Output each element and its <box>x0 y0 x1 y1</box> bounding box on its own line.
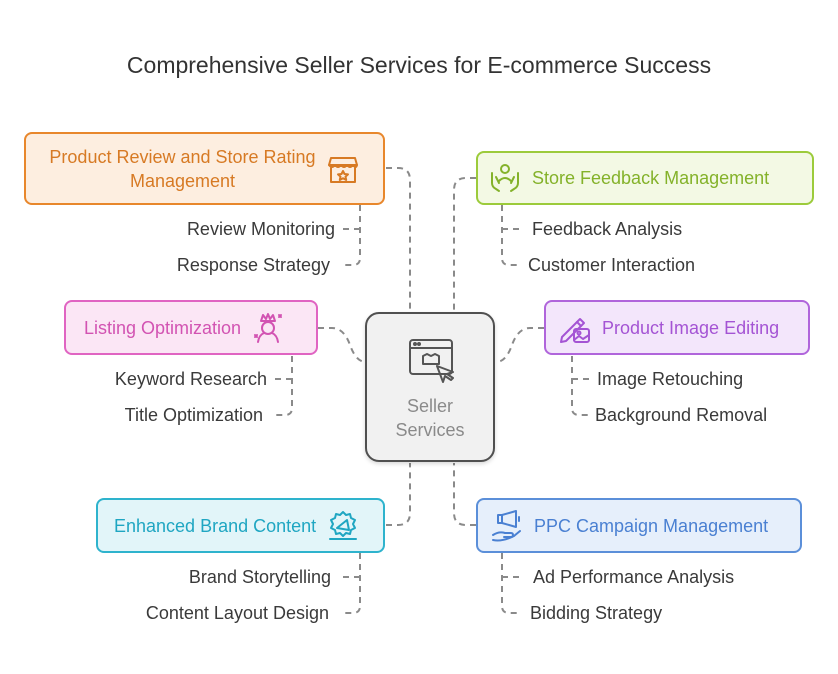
node-enhanced-brand-content: Enhanced Brand Content <box>96 498 385 553</box>
connector-feedback <box>453 177 476 312</box>
connector-image <box>495 327 544 363</box>
item-image-retouching: Image Retouching <box>597 369 744 389</box>
connector-review-items <box>342 205 361 266</box>
connector-ppc <box>453 463 476 526</box>
node-product-image-editing-label: Product Image Editing <box>602 317 780 338</box>
pencil-image-icon <box>560 317 590 343</box>
hand-megaphone-icon <box>492 509 521 541</box>
browser-cursor-icon <box>409 339 454 383</box>
diagram-title: Comprehensive Seller Services for E-comm… <box>126 52 712 78</box>
node-ppc-campaign-management-label: PPC Campaign Management <box>534 515 769 536</box>
item-feedback-analysis: Feedback Analysis <box>532 219 683 239</box>
connector-brand <box>386 463 411 526</box>
storefront-icon <box>327 156 358 183</box>
node-store-feedback: Store Feedback Management <box>476 151 814 205</box>
item-keyword-research: Keyword Research <box>114 369 267 389</box>
connector-feedback-items <box>501 205 520 266</box>
center-label-line1: Seller <box>406 396 454 416</box>
item-brand-storytelling: Brand Storytelling <box>188 567 331 587</box>
node-listing-optimization: Listing Optimization <box>64 300 318 355</box>
node-product-review: Product Review and Store Rating Manageme… <box>24 132 385 205</box>
node-product-review-label-line2: Management <box>129 170 236 191</box>
hands-person-icon <box>491 164 519 192</box>
center-label-line2: Services <box>395 420 465 440</box>
item-response-strategy: Response Strategy <box>176 255 330 275</box>
item-background-removal: Background Removal <box>595 405 768 425</box>
node-listing-optimization-label: Listing Optimization <box>84 317 242 338</box>
node-product-review-label-line1: Product Review and Store Rating <box>49 146 316 167</box>
crown-person-icon <box>254 312 283 343</box>
center-node: Seller Services <box>365 312 495 462</box>
connector-brand-items <box>342 553 361 614</box>
item-ad-performance-analysis: Ad Performance Analysis <box>533 567 735 587</box>
node-ppc-campaign-management: PPC Campaign Management <box>476 498 802 553</box>
connector-image-items <box>571 356 590 416</box>
megaphone-badge-icon <box>329 510 358 540</box>
item-bidding-strategy: Bidding Strategy <box>530 603 663 623</box>
node-store-feedback-label: Store Feedback Management <box>532 168 770 188</box>
item-review-monitoring: Review Monitoring <box>186 219 335 239</box>
item-content-layout-design: Content Layout Design <box>145 603 329 623</box>
connector-ppc-items <box>501 553 520 614</box>
node-enhanced-brand-content-label: Enhanced Brand Content <box>114 515 317 536</box>
connector-listing <box>318 327 367 363</box>
item-title-optimization: Title Optimization <box>124 405 263 425</box>
node-product-image-editing: Product Image Editing <box>544 300 810 355</box>
connector-review <box>386 167 411 312</box>
item-customer-interaction: Customer Interaction <box>528 255 696 275</box>
connector-listing-items <box>274 356 293 416</box>
